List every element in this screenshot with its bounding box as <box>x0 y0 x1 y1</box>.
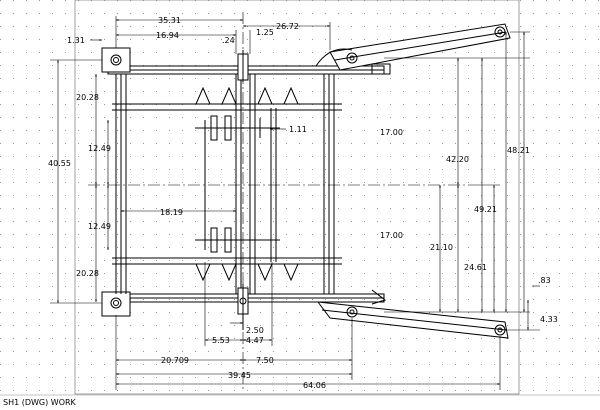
dim-17-00-bottom[interactable]: 17.00 <box>380 231 403 240</box>
dim-35-31[interactable]: 35.31 <box>158 16 181 25</box>
dim-12-49-top[interactable]: 12.49 <box>88 144 111 153</box>
dim-40-55[interactable]: 40.55 <box>48 159 71 168</box>
dim-20-28-bottom[interactable]: 20.28 <box>76 269 99 278</box>
dim-4-33[interactable]: 4.33 <box>540 315 558 324</box>
dim-5-53[interactable]: 5.53 <box>212 336 230 345</box>
dim-1-25[interactable]: 1.25 <box>256 28 274 37</box>
dim-16-94[interactable]: 16.94 <box>156 31 179 40</box>
sheet-border <box>74 0 520 395</box>
dim-7-50[interactable]: 7.50 <box>256 356 274 365</box>
dim-0-24[interactable]: .24 <box>222 36 235 45</box>
dim-18-19[interactable]: 18.19 <box>160 208 183 217</box>
dim-2-50[interactable]: 2.50 <box>246 326 264 335</box>
dim-48-21[interactable]: 48.21 <box>507 146 530 155</box>
dot-grid <box>0 0 600 395</box>
dim-4-47[interactable]: 4.47 <box>246 336 264 345</box>
dim-1-31[interactable]: 1.31 <box>67 36 85 45</box>
dim-39-45[interactable]: 39.45 <box>228 371 251 380</box>
dimension-lines <box>50 16 540 390</box>
sheet-tab[interactable]: SH1 (DWG) WORK <box>3 398 76 407</box>
dim-20-28-top[interactable]: 20.28 <box>76 93 99 102</box>
dim-20-709[interactable]: 20.709 <box>161 356 189 365</box>
dimension-labels: 35.31 26.72 16.94 1.31 .24 1.25 20.28 40… <box>48 16 558 390</box>
dim-12-49-bottom[interactable]: 12.49 <box>88 222 111 231</box>
dim-21-10[interactable]: 21.10 <box>430 243 453 252</box>
centerlines <box>88 12 480 392</box>
dim-26-72[interactable]: 26.72 <box>276 22 299 31</box>
dim-17-00-top[interactable]: 17.00 <box>380 128 403 137</box>
dim-49-21[interactable]: 49.21 <box>474 205 497 214</box>
dim-24-61[interactable]: 24.61 <box>464 263 487 272</box>
dim-0-83[interactable]: .83 <box>538 276 551 285</box>
dim-1-11[interactable]: 1.11 <box>289 125 307 134</box>
dim-42-20[interactable]: 42.20 <box>446 155 469 164</box>
frame-linework <box>101 23 511 339</box>
dim-64-06[interactable]: 64.06 <box>303 381 326 390</box>
